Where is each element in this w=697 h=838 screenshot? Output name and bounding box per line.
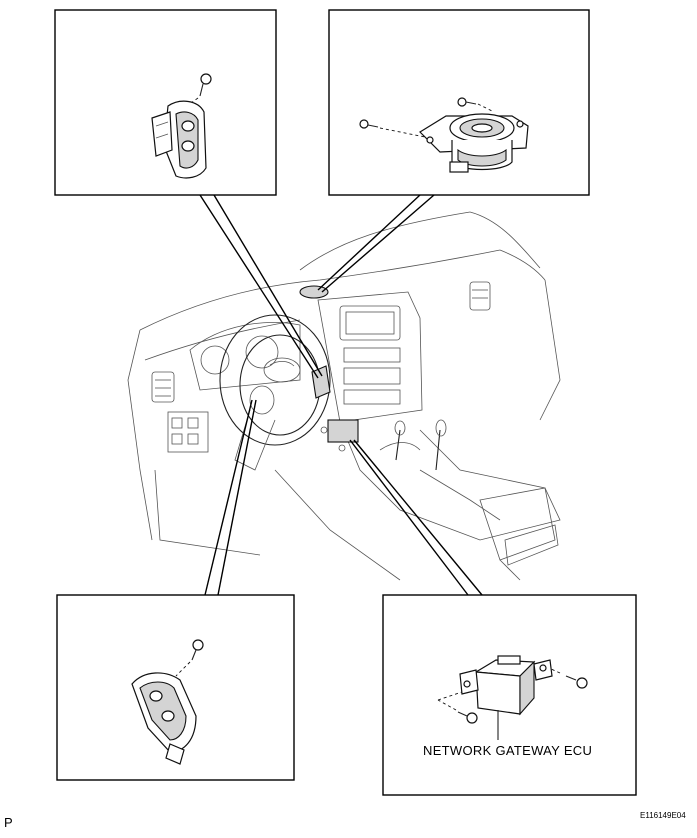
screw-icon [565, 675, 588, 689]
detail-box-steering-pad-left [56, 594, 295, 781]
detail-box-speaker [328, 9, 590, 196]
screw-icon [199, 73, 212, 97]
steering-pad-switch-icon [131, 672, 197, 765]
ecu-label: NETWORK GATEWAY ECU [423, 743, 592, 758]
figure-code: E116149E04 [640, 811, 686, 820]
steering-pad-switch-icon [151, 100, 207, 179]
screw-icon [359, 119, 379, 129]
screw-icon [191, 639, 204, 661]
page-mark: P [4, 815, 13, 830]
screw-icon [457, 97, 477, 107]
leader-lines [199, 194, 483, 596]
detail-box-steering-pad-right [54, 9, 277, 196]
dashboard-illustration [127, 211, 561, 581]
detail-box-network-gateway-ecu: NETWORK GATEWAY ECU [382, 594, 637, 796]
speaker-icon [419, 113, 529, 173]
network-gateway-ecu-icon [459, 655, 553, 716]
screw-icon [457, 711, 478, 724]
